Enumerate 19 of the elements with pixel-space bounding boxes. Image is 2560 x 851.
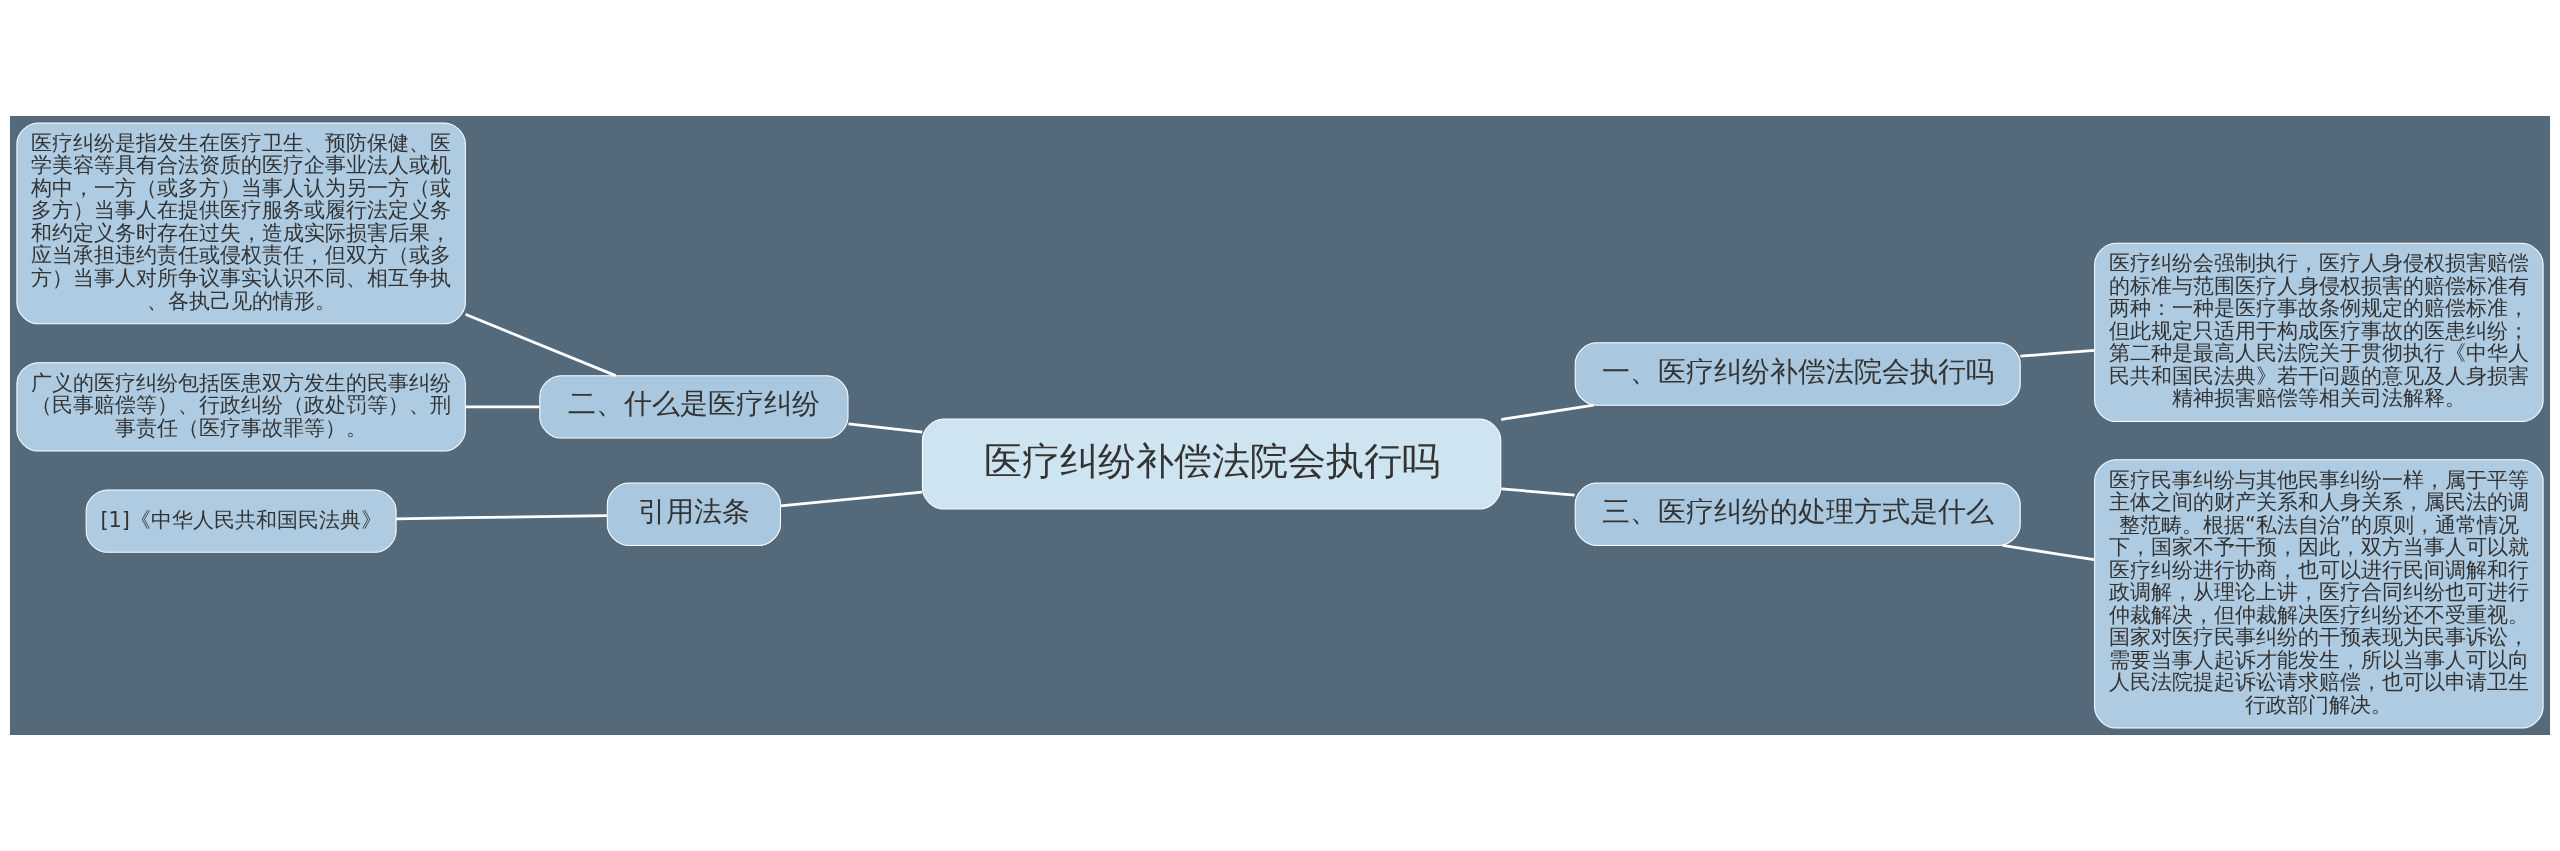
connector [780,490,923,508]
connector [1501,487,1575,497]
connector [848,422,923,434]
node-box: 一、医疗纠纷补偿法院会执行吗 [1574,342,2021,406]
node-box: 医疗纠纷是指发生在医疗卫生、预防保健、医学美容等具有合法资质的医疗企事业法人或机构中，一方（或多方）当事人认为另一方（或多方）当事人在提供医疗服务或履行法定义务和约定义务时存在过失，造成实际损害后果，应当承担违约责任或侵权责任，但双方（或多方）当事人对所争议事实认识不同、相互争执、各执己见的情形。 [16,122,466,325]
node-box: [1]《中华人民共和国民法典》 [85,489,397,553]
node-box: 医疗纠纷会强制执行，医疗人身侵权损害赔偿的标准与范围医疗人身侵权损害的赔偿标准有两种：一种是医疗事故条例规定的赔偿标准，但此规定只适用于构成医疗事故的医患纠纷；第二种是最高人民法院关于贯彻执行《中华人民共和国民法典》若干问题的意见及人身损害精神损害赔偿等相关司法解释。 [2094,242,2544,423]
connector [465,313,617,377]
connector [465,405,540,409]
node-box: 三、医疗纠纷的处理方式是什么 [1574,482,2021,546]
node-box: 广义的医疗纠纷包括医患双方发生的民事纠纷（民事赔偿等）、行政纠纷（政处罚等）、刑事责任（医疗事故罪等）。 [16,362,466,452]
connector [396,514,607,521]
node-box: 医疗民事纠纷与其他民事纠纷一样，属于平等主体之间的财产关系和人身关系，属民法的调整范畴。根据“私法自治”的原则，通常情况下，国家不予干预，因此，双方当事人可以就医疗纠纷进行协商，也可以进行民间调解和行政调解，从理论上讲，医疗合同纠纷也可进行仲裁解决，但仲裁解决医疗纠纷还不受重视。国家对医疗民事纠纷的干预表现为民事诉讼，需要当事人起诉才能发生，所以当事人可以向人民法院提起诉讼请求赔偿，也可以申请卫生行政部门解决。 [2094,459,2544,729]
connector [1501,403,1594,421]
connector [2020,348,2095,358]
node-box: 医疗纠纷补偿法院会执行吗 [921,418,1502,510]
connector [2002,544,2095,561]
node-box: 引用法条 [606,482,781,546]
node-box: 二、什么是医疗纠纷 [539,375,849,439]
